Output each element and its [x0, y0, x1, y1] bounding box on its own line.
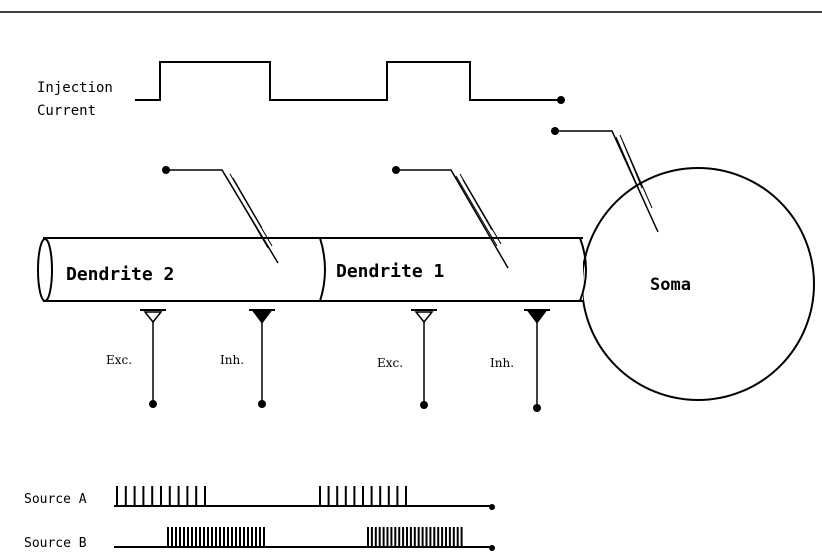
synapse-exc-left-label: Exc. [106, 353, 132, 367]
synapse-exc-left-dot [149, 400, 157, 408]
source-a-label: Source A [24, 492, 87, 507]
source-a-terminal-dot [489, 504, 495, 510]
synapse-inh-left-label: Inh. [220, 353, 244, 367]
soma [582, 168, 814, 400]
soma-label: Soma [650, 275, 691, 295]
source-b-spike-train [168, 527, 462, 547]
dendrite2-label: Dendrite 2 [66, 264, 174, 285]
source-b-terminal-dot [489, 545, 495, 551]
injection-current-waveform [135, 62, 560, 100]
source-b-label: Source B [24, 536, 87, 551]
synapse-exc-left [140, 310, 166, 408]
synapse-exc-right-dot [420, 401, 428, 409]
synapse-inh-left-dot [258, 400, 266, 408]
synapse-inh-right-dot [533, 404, 541, 412]
injection-label-line1: Injection [37, 80, 113, 96]
synapse-inh-right [524, 310, 550, 412]
injection-terminal-dot [557, 96, 565, 104]
synapse-inh-right-label: Inh. [490, 356, 514, 370]
source-a-spike-train [117, 486, 406, 506]
injection-label-line2: Current [37, 103, 96, 119]
synapse-inh-left [249, 310, 275, 408]
synapse-exc-right-label: Exc. [377, 356, 403, 370]
dendrite1-label: Dendrite 1 [336, 261, 444, 282]
dendrite-left-cap [38, 239, 52, 301]
synapse-exc-right [411, 310, 437, 409]
